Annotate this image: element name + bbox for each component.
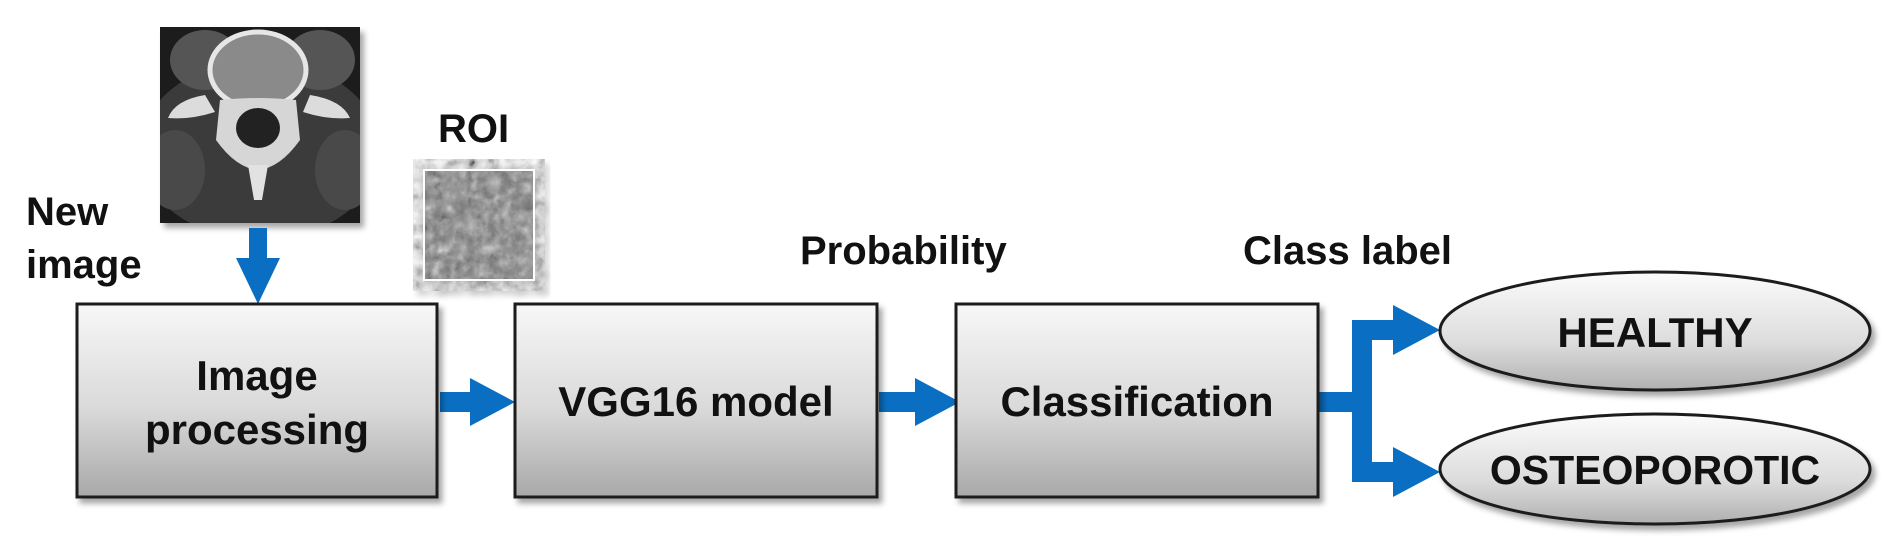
healthy-output: HEALTHY — [1438, 270, 1872, 392]
ct-scan-image — [160, 27, 360, 223]
branch-arrow-icon — [1317, 305, 1440, 497]
probability-label: Probability — [800, 229, 1007, 273]
vgg16-model-label: VGG16 model — [558, 378, 833, 425]
vgg16-model-box: VGG16 model — [513, 302, 879, 499]
image-processing-box: Image processing — [75, 302, 439, 499]
right-arrow-icon — [440, 378, 515, 426]
new-image-label-line1: New — [26, 190, 109, 234]
classification-box: Classification — [954, 302, 1320, 499]
image-processing-label-line2: processing — [145, 406, 369, 453]
down-arrow-icon — [236, 228, 280, 304]
right-arrow-icon — [879, 378, 960, 426]
classification-label: Classification — [1000, 378, 1273, 425]
class-label-heading: Class label — [1243, 229, 1452, 273]
new-image-label-line2: image — [26, 243, 142, 287]
healthy-label: HEALTHY — [1557, 309, 1752, 356]
roi-patch-image — [423, 169, 535, 281]
osteoporotic-label: OSTEOPOROTIC — [1490, 447, 1820, 493]
arrows — [236, 228, 1440, 497]
image-processing-label-line1: Image — [196, 352, 317, 399]
osteoporotic-output: OSTEOPOROTIC — [1438, 412, 1872, 526]
roi-label: ROI — [438, 107, 509, 151]
